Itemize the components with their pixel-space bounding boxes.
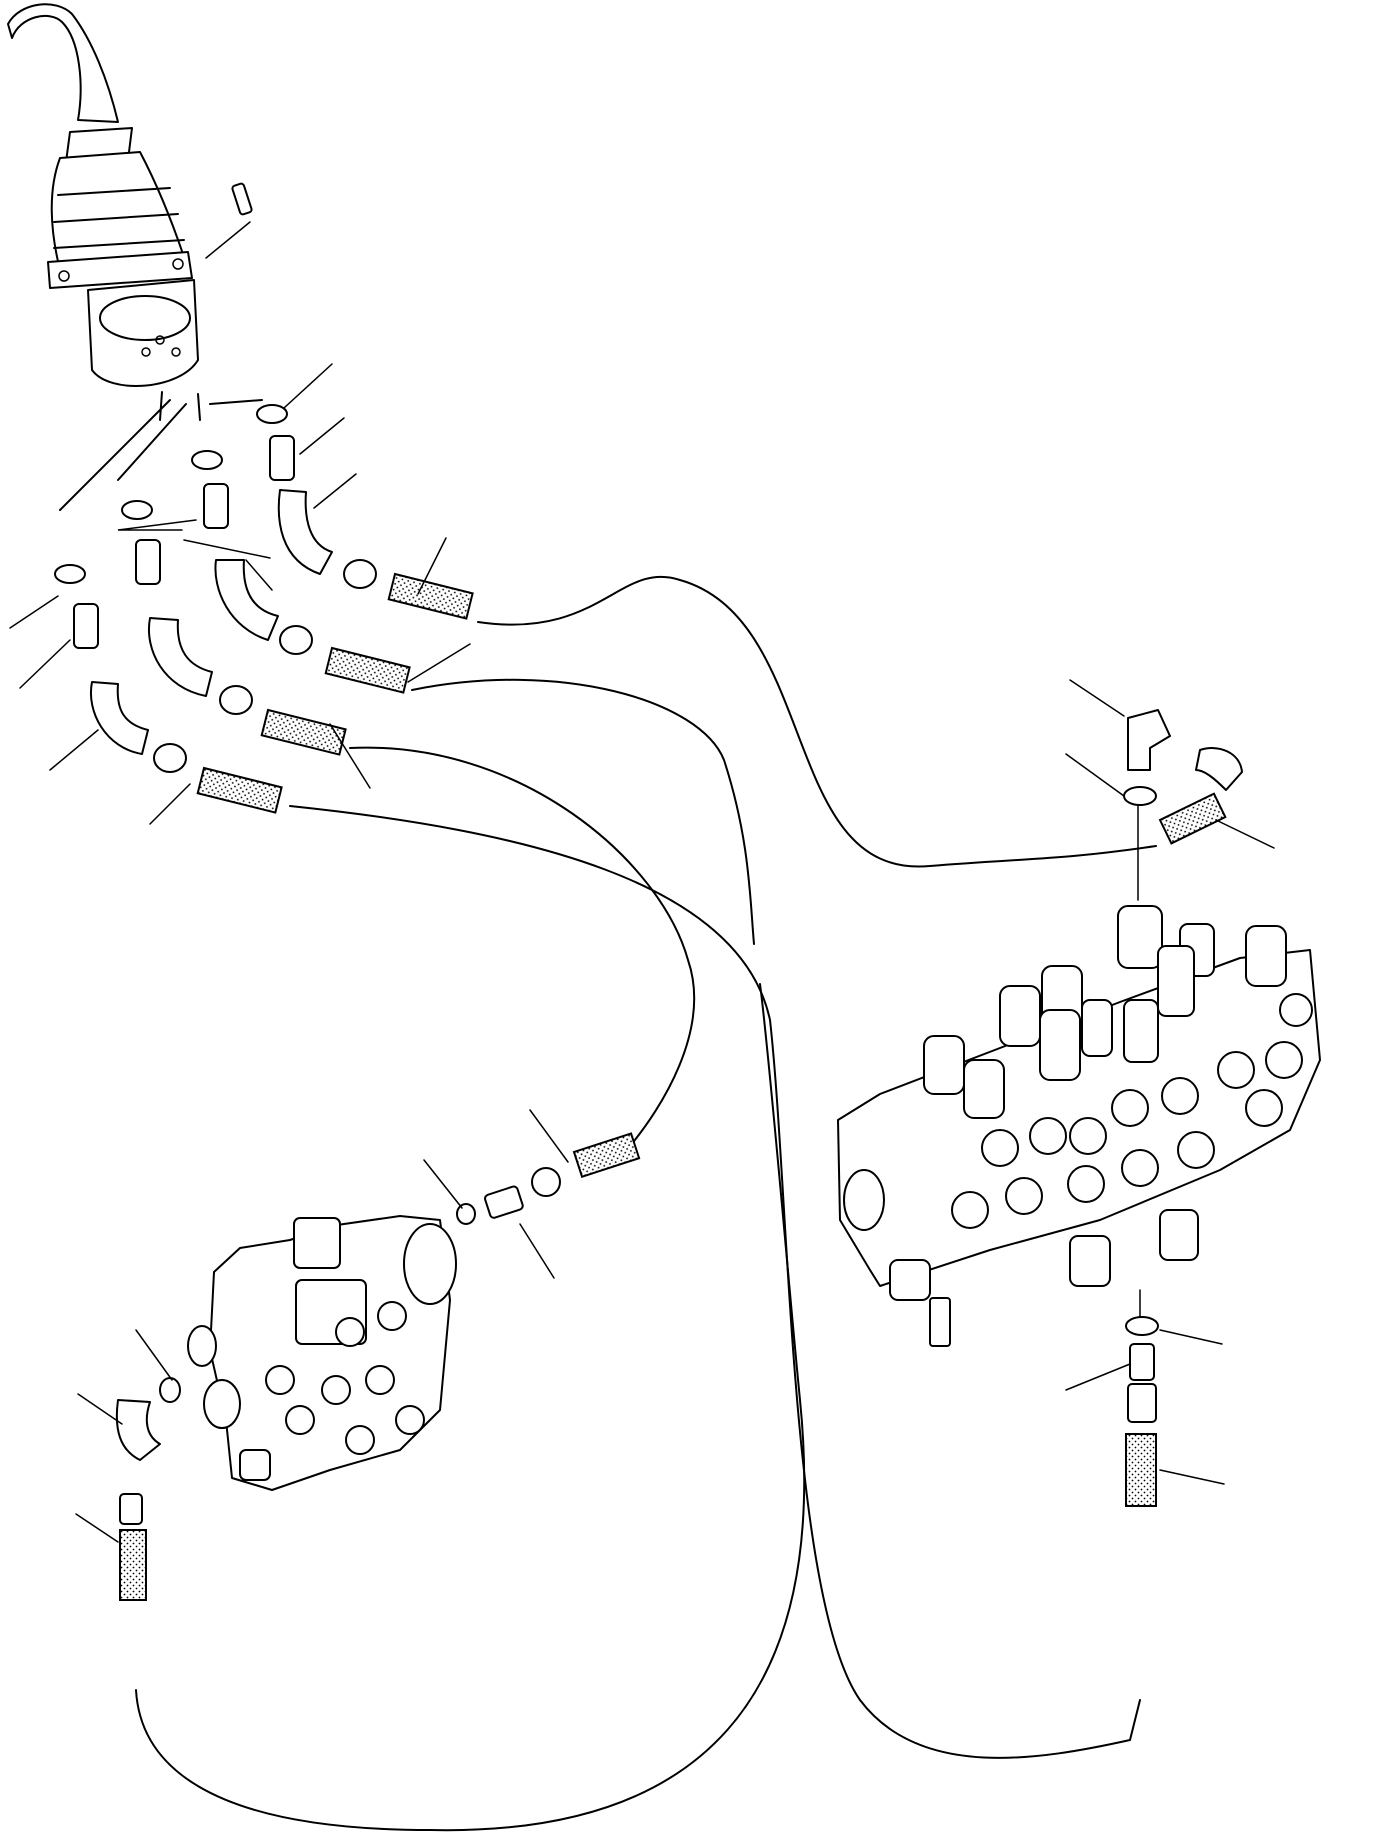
o-ring-icon xyxy=(1125,1316,1159,1336)
elbow-fitting-icon xyxy=(148,617,213,697)
connector-icon xyxy=(1129,1343,1155,1381)
elbow-fitting-icon xyxy=(1127,709,1171,771)
elbow-fitting-icon xyxy=(115,1399,161,1461)
nut-icon xyxy=(1127,1383,1157,1423)
hose-ends-upper xyxy=(153,559,474,814)
mounting-screw-icon xyxy=(205,182,253,259)
connector-icon xyxy=(203,483,229,529)
hose-1 xyxy=(343,559,474,620)
elbow-fitting-icon xyxy=(90,681,149,755)
elbow-fitting-icon xyxy=(214,559,279,641)
connector-icon xyxy=(484,1185,524,1219)
nut-icon xyxy=(531,1167,561,1197)
hose-5 xyxy=(572,1132,641,1178)
o-ring-icon xyxy=(159,1377,181,1403)
o-ring-icon xyxy=(54,564,86,584)
o-ring-icon xyxy=(121,500,153,520)
leader-lines-upper xyxy=(9,363,471,825)
connector-icon xyxy=(269,435,295,481)
o-ring-icon xyxy=(191,450,223,470)
single-section-control-valve xyxy=(75,1109,641,1601)
o-ring-icon xyxy=(256,404,288,424)
hose-runs xyxy=(135,575,1157,1832)
pilot-joystick-control xyxy=(7,3,263,511)
o-ring-icon xyxy=(1123,786,1157,806)
fittings-left-group xyxy=(54,404,333,755)
hose-4 xyxy=(153,743,283,814)
connector-icon xyxy=(135,539,161,585)
valve-body-icon xyxy=(187,1215,457,1491)
connector-icon xyxy=(73,603,99,649)
hose-2 xyxy=(279,625,411,694)
hose-7 xyxy=(1158,792,1227,845)
connector-icon xyxy=(119,1493,143,1525)
hose-3 xyxy=(219,685,347,756)
joystick-lever-icon xyxy=(7,3,199,387)
hose-8 xyxy=(1125,1433,1157,1507)
valve-block-icon xyxy=(837,905,1321,1347)
hose-6 xyxy=(119,1529,147,1601)
elbow-fitting-icon xyxy=(277,489,333,575)
elbow-fitting-icon xyxy=(1195,747,1243,791)
o-ring-icon xyxy=(456,1203,476,1225)
multi-section-control-valve xyxy=(837,679,1321,1507)
